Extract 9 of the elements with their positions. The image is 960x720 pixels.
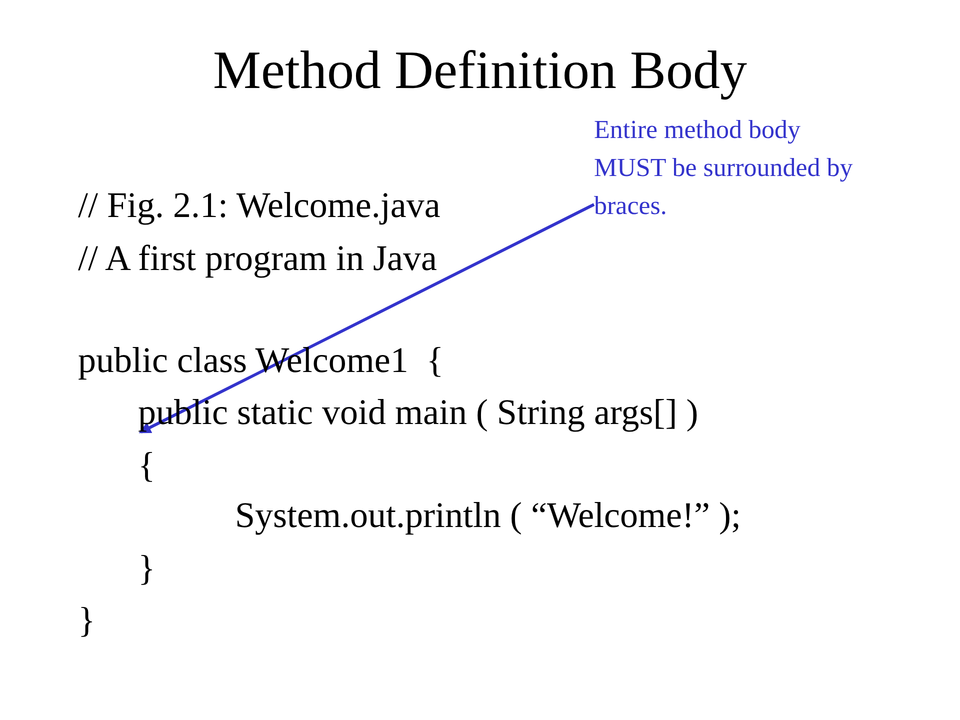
callout-note: Entire method body MUST be surrounded by braces. xyxy=(594,111,876,225)
slide-title: Method Definition Body xyxy=(212,39,748,102)
code-line: // A first program in Java xyxy=(78,237,437,280)
code-line: { xyxy=(138,444,156,487)
code-line: } xyxy=(138,547,156,590)
code-line: // Fig. 2.1: Welcome.java xyxy=(78,184,440,227)
arrow xyxy=(138,203,595,434)
code-line: } xyxy=(78,599,96,642)
code-line: System.out.println ( “Welcome!” ); xyxy=(235,494,741,537)
